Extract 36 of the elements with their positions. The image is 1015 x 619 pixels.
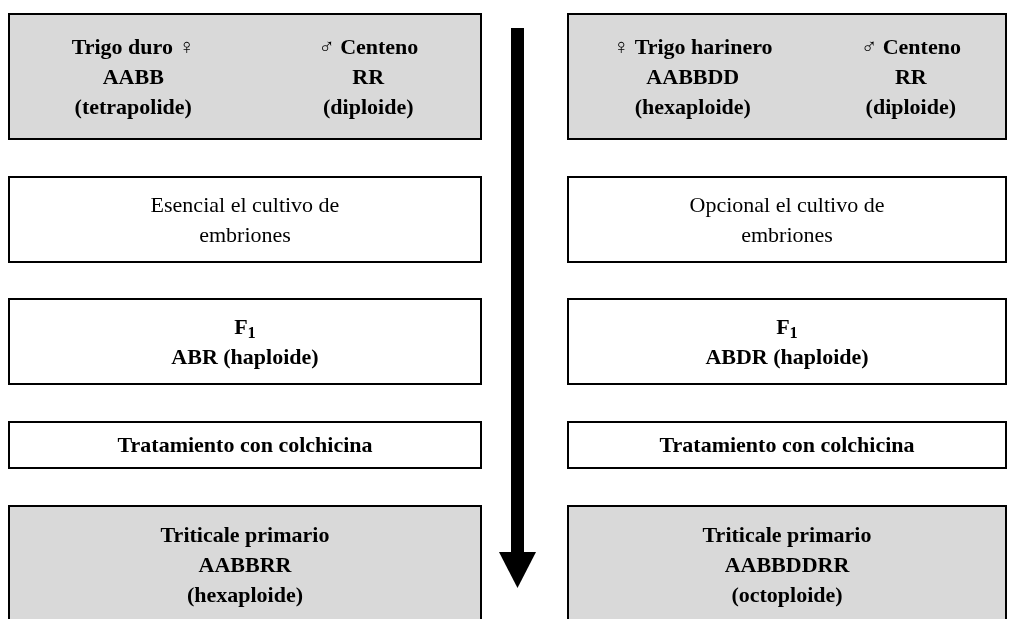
box-text: ♂ Centeno — [318, 32, 419, 61]
box-text: Opcional el cultivo de embriones — [688, 190, 886, 249]
box-text: AABBRR — [198, 551, 292, 579]
box-text: (hexaploide) — [634, 92, 751, 121]
box-text: AABBDDRR — [724, 551, 850, 579]
box-text: Esencial el cultivo de embriones — [149, 190, 341, 249]
process-box — [567, 421, 1007, 469]
box-text: (hexaploide) — [186, 581, 304, 609]
process-box — [8, 421, 482, 469]
box-text: AABBDD — [646, 62, 740, 91]
box-text: ♂ Centeno — [860, 32, 961, 61]
box-text: Trigo duro ♀ — [71, 32, 195, 61]
process-box — [567, 13, 1007, 140]
process-box — [567, 505, 1007, 619]
box-text: Tratamiento con colchicina — [659, 431, 915, 459]
process-box — [567, 176, 1007, 263]
box-text: RR — [352, 62, 385, 91]
process-box — [8, 13, 482, 140]
box-text: ♀ Trigo harinero — [613, 32, 773, 61]
box-text: ABR (haploide) — [171, 342, 319, 371]
box-text: (diploide) — [865, 92, 957, 121]
box-text: AABB — [102, 62, 164, 91]
process-box — [8, 176, 482, 263]
box-text: ABDR (haploide) — [705, 342, 869, 371]
box-text: Triticale primario — [160, 521, 330, 549]
box-text: F$_{1}$ — [776, 312, 798, 342]
box-text: RR — [894, 62, 927, 91]
box-text: Triticale primario — [702, 521, 872, 549]
process-box — [567, 298, 1007, 385]
box-text: Tratamiento con colchicina — [117, 431, 373, 459]
process-box — [8, 298, 482, 385]
process-box — [8, 505, 482, 619]
box-text: (octoploide) — [731, 581, 843, 609]
box-text: (diploide) — [323, 92, 414, 121]
box-text: (tetrapolide) — [74, 92, 192, 121]
box-text: F$_{1}$ — [234, 312, 256, 342]
